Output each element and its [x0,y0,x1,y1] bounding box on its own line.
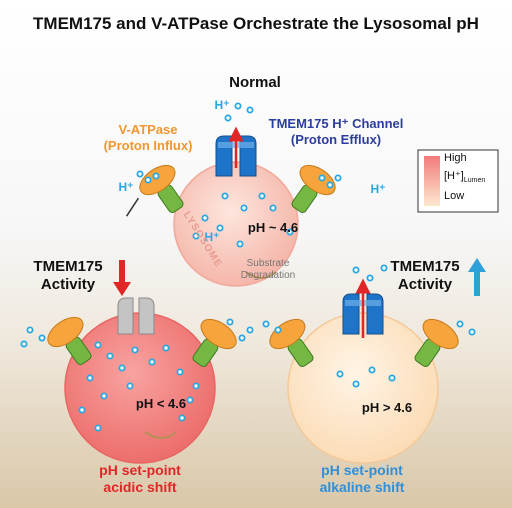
normal-ph: pH ~ 4.6 [247,220,299,235]
left-activity-line2: Activity [40,276,96,293]
activity-down-arrow [113,260,131,296]
vatpase-left-2 [192,318,237,367]
proton-label-left: H⁺ [118,180,134,194]
vatpase-label-line1: V-ATPase [118,122,178,137]
vatpase-normal-left [125,164,184,217]
normal-heading: Normal [229,74,281,91]
proton-legend-gradient [424,156,440,206]
vatpase-label-line2: (Proton Influx) [103,137,193,153]
proton-label-top: H⁺ [214,98,230,112]
activity-up-arrow [468,258,486,296]
legend-low: Low [444,190,465,202]
proton-dots [20,102,476,432]
vatpase-label: V-ATPase (Proton Influx) [88,122,208,153]
figure-title: TMEM175 and V-ATPase Orchestrate the Lys… [33,14,479,33]
tmem175-label-line1: TMEM175 H⁺ Channel [268,116,404,131]
tmem175-channel-left [117,297,155,335]
legend-high: High [444,152,467,164]
right-caption: pH set-point alkaline shift [292,462,432,496]
right-activity-line1: TMEM175 [390,258,460,275]
legend-mid-text: [H⁺] [444,170,464,182]
vatpase-right-2 [414,318,459,367]
substrate-line2: Degradation [240,270,296,281]
left-caption: pH set-point acidic shift [70,462,210,496]
left-activity-label: TMEM175 Activity [28,258,108,294]
tmem175-label: TMEM175 H⁺ Channel (Proton Efflux) [256,116,416,147]
right-caption-line1: pH set-point [321,462,403,478]
substrate-line1: Substrate [246,258,290,269]
left-ph: pH < 4.6 [135,396,187,411]
legend-mid-sub: Lumen [463,177,486,185]
legend-mid: [H⁺]Lumen [444,170,498,186]
right-caption-line2: alkaline shift [319,478,405,495]
left-caption-line1: pH set-point [99,462,181,478]
right-ph: pH > 4.6 [361,400,413,415]
vatpase-normal-right [291,164,336,213]
proton-label-right: H⁺ [370,182,386,196]
acidic-lysosome [64,312,216,464]
left-activity-line1: TMEM175 [33,258,103,275]
degradation-arrow [245,271,277,279]
vatpase-right-1 [269,318,314,367]
vatpase-left-1 [47,316,92,365]
proton-label-inside: H⁺ [204,230,220,244]
tmem175-label-line2: (Proton Efflux) [290,131,382,147]
right-activity-label: TMEM175 Activity [382,258,468,294]
left-caption-line2: acidic shift [103,478,177,495]
right-activity-line2: Activity [397,276,453,293]
substrate-label: Substrate Degradation [228,258,308,282]
degradation-arrow-left [144,431,177,439]
